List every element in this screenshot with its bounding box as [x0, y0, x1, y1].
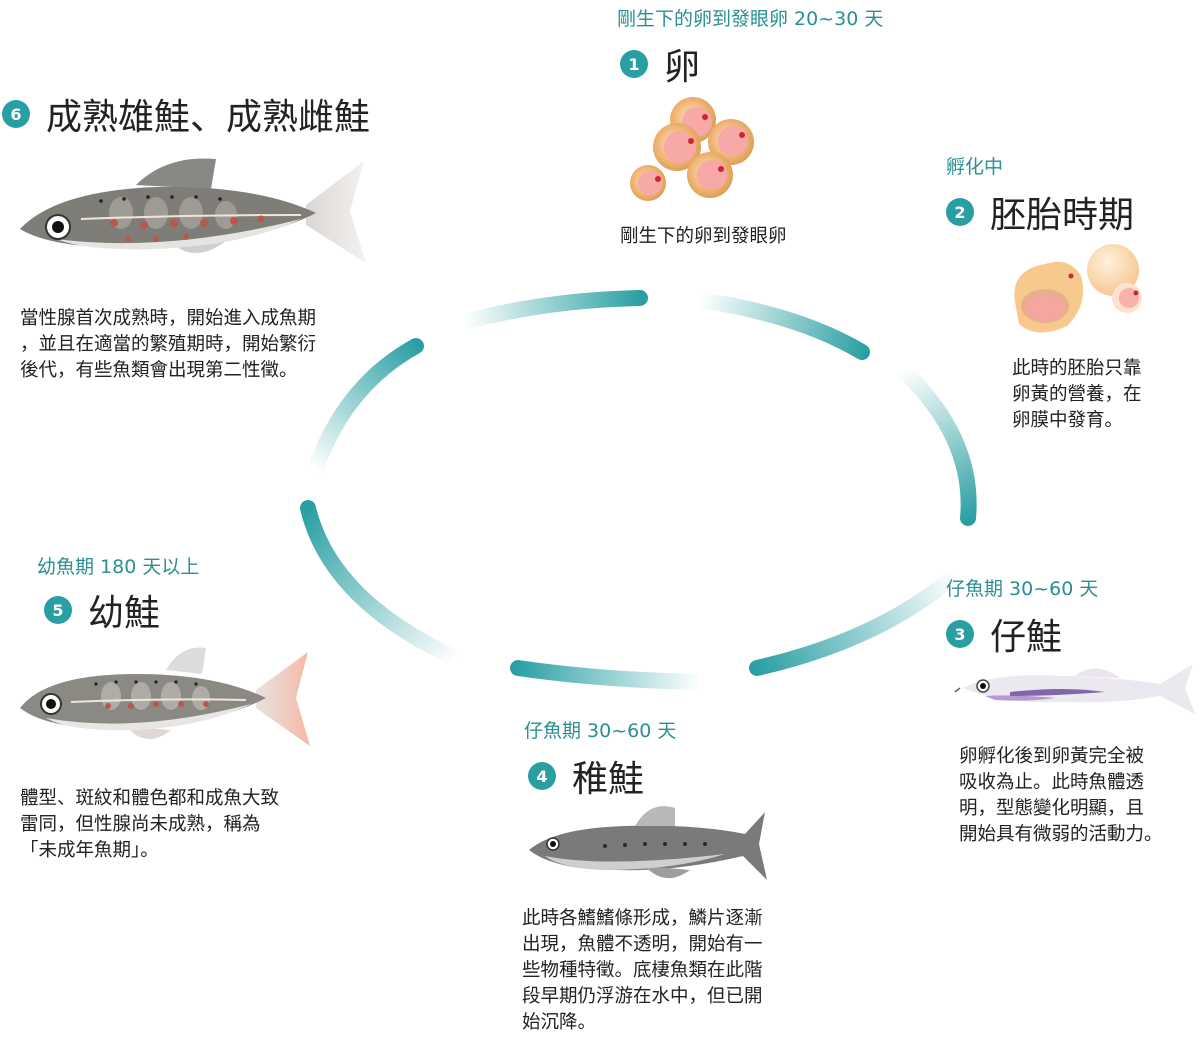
stage3-number-badge: 3 [946, 620, 974, 648]
stage2-number-badge: 2 [946, 198, 974, 226]
larva-fish-icon [954, 664, 1195, 714]
stage5-number-badge: 5 [44, 596, 72, 624]
stage1-number-badge: 1 [620, 50, 648, 78]
stage6-description: 當性腺首次成熟時，開始進入成魚期 ，並且在適當的繁殖期時，開始繁衍 後代，有些魚… [20, 308, 317, 381]
stage3-description: 卵孵化後到卵黃完全被 吸收為止。此時魚體透 明，型態變化明顯，且 開始具有微弱的… [959, 746, 1163, 845]
fry-fish-icon [529, 806, 767, 880]
stage4-number-badge: 4 [528, 762, 556, 790]
adult-salmon-icon [20, 158, 366, 263]
stage4-heading: 4 稚鮭 [528, 750, 644, 802]
stage1-subtitle: 剛生下的卵到發眼卵 20~30 天 [617, 8, 884, 30]
stage3-subtitle: 仔魚期 30~60 天 [946, 578, 1099, 600]
stage5-heading: 5 幼鮭 [44, 584, 160, 636]
stage3-heading: 3 仔鮭 [946, 608, 1062, 660]
stage6-heading: 6 成熟雄鮭、成熟雌鮭 [2, 88, 370, 140]
stage1-heading: 1 卵 [620, 38, 700, 90]
stage4-subtitle: 仔魚期 30~60 天 [524, 720, 677, 742]
stage2-subtitle: 孵化中 [946, 156, 1004, 178]
stage5-description: 體型、斑紋和體色都和成魚大致 雷同，但性腺尚未成熟，稱為 「未成年魚期」。 [20, 788, 280, 861]
fish-eggs-icon [630, 97, 754, 201]
stage5-title: 幼鮭 [88, 593, 161, 634]
stage4-description: 此時各鰭鰭條形成，鱗片逐漸 出現，魚體不透明，開始有一 些物種特徵。底棲魚類在此… [522, 908, 763, 1033]
stage6-title: 成熟雄鮭、成熟雌鮭 [46, 97, 371, 138]
stage5-subtitle: 幼魚期 180 天以上 [37, 556, 200, 578]
embryo-icon [1014, 244, 1142, 333]
stage6-number-badge: 6 [2, 100, 30, 128]
stage1-description: 剛生下的卵到發眼卵 [620, 226, 787, 247]
stage2-heading: 2 胚胎時期 [946, 186, 1134, 238]
juvenile-salmon-icon [20, 647, 310, 746]
stage3-title: 仔鮭 [990, 617, 1063, 658]
stage2-description: 此時的胚胎只靠 卵黃的營養，在 卵膜中發育。 [1012, 358, 1142, 431]
stage4-title: 稚鮭 [572, 759, 645, 800]
stage2-title: 胚胎時期 [990, 195, 1135, 236]
stage1-title: 卵 [664, 47, 701, 88]
